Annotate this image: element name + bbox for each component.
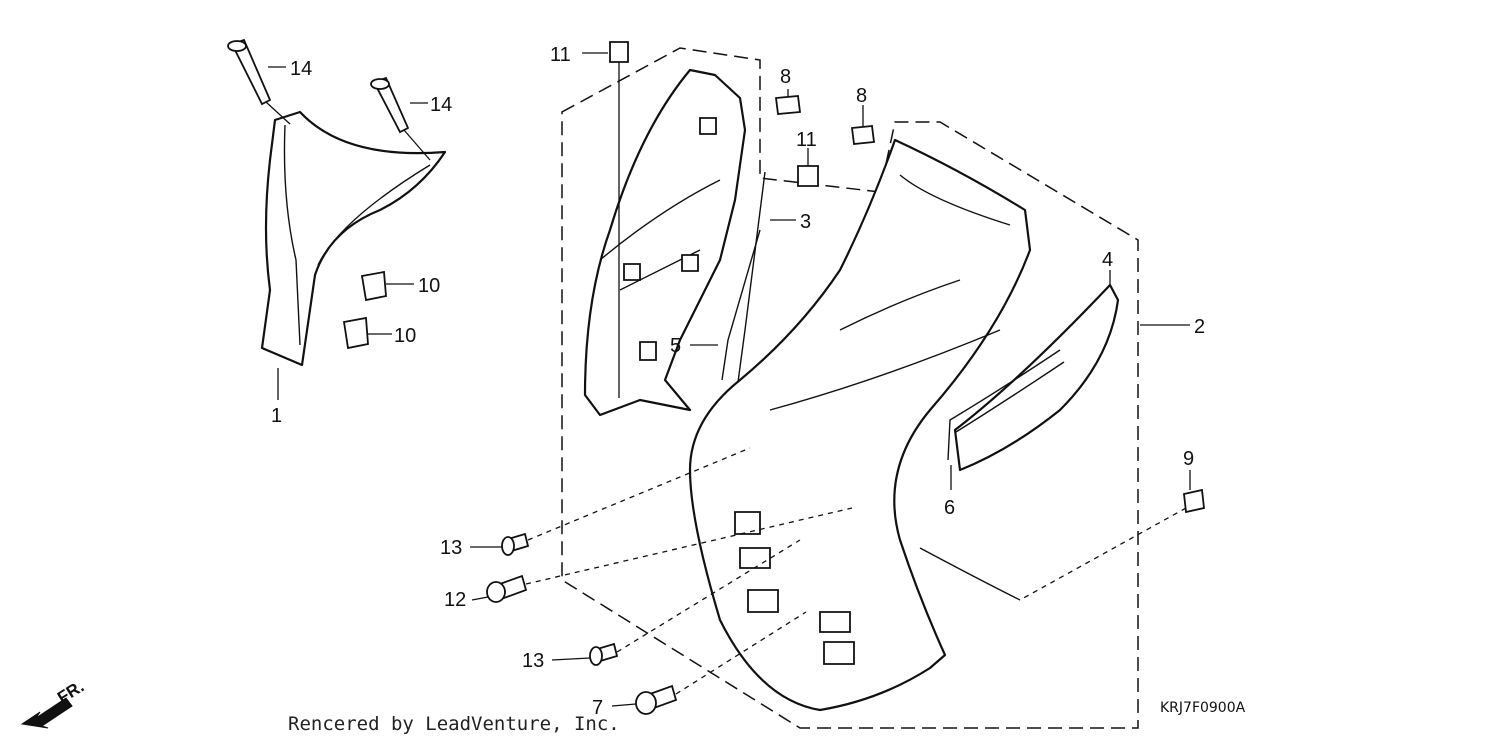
part-3-inner-panel [583, 68, 747, 417]
part-6-strip [947, 349, 1065, 461]
credit-text: Rencered by LeadVenture, Inc. [288, 713, 620, 735]
callout-6: 6 [944, 497, 955, 519]
part-4-side-panel [953, 283, 1120, 472]
callout-8a: 8 [780, 66, 791, 88]
callout-10a: 10 [418, 275, 440, 297]
callout-5: 5 [670, 335, 681, 357]
callout-12: 12 [444, 589, 466, 611]
callout-1: 1 [271, 405, 282, 427]
part-14-screws [227, 38, 431, 161]
callout-14a: 14 [290, 58, 312, 80]
part-10-clips [342, 270, 387, 350]
diagram-code: KRJ7F0900A [1160, 700, 1246, 716]
callout-13b: 13 [522, 650, 544, 672]
leader-lines [268, 52, 1191, 707]
callout-8b: 8 [856, 85, 867, 107]
part-1-side-cover [260, 110, 447, 367]
part-5-strips [721, 171, 766, 383]
callout-11a: 11 [550, 44, 571, 66]
callout-4: 4 [1102, 249, 1113, 271]
fastener-bolts [486, 532, 678, 715]
callout-11b: 11 [796, 129, 817, 151]
part-9-clip [1183, 488, 1205, 514]
callout-3: 3 [800, 211, 811, 233]
part-8-nuts [774, 89, 876, 145]
callout-2: 2 [1194, 316, 1205, 338]
front-arrow-icon [20, 697, 73, 729]
assembly-boundary [561, 47, 1139, 729]
callout-14b: 14 [430, 94, 452, 116]
callout-13a: 13 [440, 537, 462, 559]
callout-9: 9 [1183, 448, 1194, 470]
callout-7: 7 [592, 697, 603, 719]
part-11-clips [609, 41, 819, 398]
callout-10b: 10 [394, 325, 416, 347]
